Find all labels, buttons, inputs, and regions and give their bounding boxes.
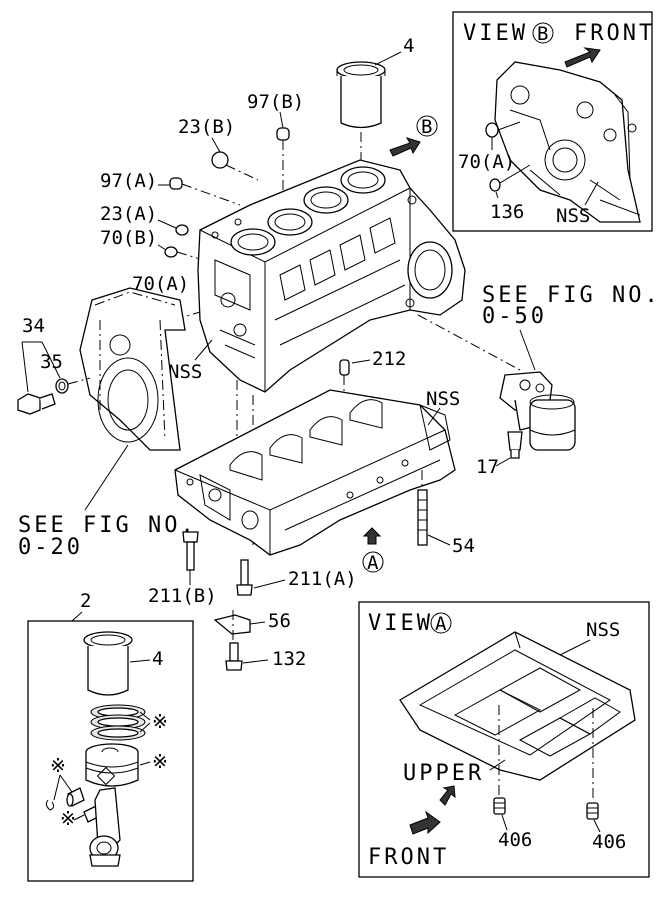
- label-211b: 211(B): [148, 585, 217, 607]
- label-17: 17: [476, 456, 499, 478]
- plug-97a: [169, 177, 183, 190]
- kit-piston: [85, 743, 139, 787]
- kit-star-pin: ※: [50, 755, 66, 777]
- view-a-plug-406-left: [493, 797, 506, 815]
- view-b-plug-136: [489, 178, 501, 192]
- view-b-plug-70a: [485, 122, 499, 138]
- bolt-34: [17, 393, 56, 415]
- kit-piston-rings: [90, 704, 146, 741]
- view-a-inset: VIEW A NSS UPPER 406 406: [358, 601, 650, 878]
- kit-piston-pin: [66, 787, 85, 807]
- label-211a: 211(A): [288, 568, 357, 590]
- kit-frame: [27, 620, 194, 882]
- view-a-letter: A: [435, 613, 447, 635]
- bolt-211a: [236, 559, 253, 596]
- label-56: 56: [268, 610, 291, 632]
- view-b-label-70a: 70(A): [458, 151, 515, 173]
- bolt-132: [225, 642, 243, 671]
- crankcase: [174, 389, 456, 556]
- view-a-upper-arrow-icon: [439, 785, 456, 806]
- view-a-marker-circle: [362, 551, 384, 573]
- label-97b: 97(B): [247, 91, 304, 113]
- kit-label-4: 4: [152, 648, 163, 670]
- see-fig-050-line2: 0-50: [482, 304, 547, 329]
- kit-connecting-rod: [89, 787, 121, 867]
- view-b-label-136: 136: [490, 201, 524, 223]
- stud-54: [417, 489, 428, 546]
- cylinder-liner: [336, 61, 386, 129]
- view-a-front-arrow-icon: [409, 810, 441, 835]
- view-b-direction-arrow-icon: [389, 137, 421, 157]
- view-a-plug-406-right: [586, 802, 599, 820]
- view-a-label-406-left: 406: [498, 829, 532, 851]
- view-a-frame: [358, 601, 650, 878]
- washer-35: [55, 378, 69, 394]
- view-b-circle: [532, 22, 554, 44]
- sensor-17: [507, 431, 523, 459]
- label-132: 132: [272, 648, 306, 670]
- label-70a: 70(A): [132, 273, 189, 295]
- view-a-label-upper: UPPER: [403, 761, 484, 786]
- view-b-marker-circle: [416, 115, 438, 137]
- view-a-title: VIEW: [368, 611, 433, 636]
- view-b-marker-letter: B: [421, 116, 432, 138]
- kit-star-bearing: ※: [60, 808, 76, 830]
- kit-liner: [83, 631, 133, 696]
- dowel-212: [339, 359, 350, 376]
- view-b-front-label: FRONT: [574, 21, 655, 46]
- view-b-frame: [452, 11, 653, 232]
- view-b-timing-cover: [494, 61, 641, 223]
- label-nss-left: NSS: [168, 361, 202, 383]
- view-a-direction-arrow-icon: [362, 527, 382, 545]
- view-a-oil-pan-plate: [399, 631, 636, 781]
- label-54: 54: [452, 535, 475, 557]
- view-a-label-406-right: 406: [592, 831, 626, 853]
- view-b-title: VIEW: [463, 21, 528, 46]
- see-fig-050-line1: SEE FIG NO.: [482, 283, 661, 308]
- plug-97b: [276, 127, 290, 141]
- oil-filter-assembly: [499, 371, 576, 451]
- label-70b: 70(B): [100, 227, 157, 249]
- label-nss-right: NSS: [426, 388, 460, 410]
- view-a-marker-letter: A: [367, 552, 379, 574]
- plug-23a: [175, 224, 189, 236]
- kit-number-2: 2: [80, 590, 91, 612]
- label-4: 4: [403, 35, 414, 57]
- piston-kit-box: 2 4 ※ ※ ※: [27, 590, 194, 882]
- view-b-label-nss: NSS: [556, 205, 590, 227]
- view-b-inset: VIEW B FRONT 70(A) 136 NSS: [452, 11, 655, 232]
- label-23b: 23(B): [178, 116, 235, 138]
- label-23a: 23(A): [100, 203, 157, 225]
- see-fig-020-line2: 0-20: [18, 535, 83, 560]
- view-a-front-label: FRONT: [368, 845, 449, 870]
- label-97a: 97(A): [100, 170, 157, 192]
- rear-plate: [79, 287, 186, 451]
- label-35: 35: [40, 351, 63, 373]
- kit-star-piston: ※: [152, 751, 168, 773]
- cylinder-block: [197, 159, 466, 393]
- view-b-front-arrow-icon: [564, 47, 601, 68]
- kit-star-rings: ※: [152, 711, 168, 733]
- view-a-label-nss: NSS: [586, 619, 620, 641]
- kit-circlip: [45, 799, 55, 811]
- label-212: 212: [372, 348, 406, 370]
- view-b-letter: B: [537, 23, 548, 45]
- label-34: 34: [22, 315, 45, 337]
- plug-70b: [164, 246, 178, 258]
- view-a-circle: [430, 612, 452, 634]
- see-fig-020-line1: SEE FIG NO.: [18, 513, 197, 538]
- plug-23b: [211, 151, 229, 169]
- bolt-211b: [182, 531, 199, 571]
